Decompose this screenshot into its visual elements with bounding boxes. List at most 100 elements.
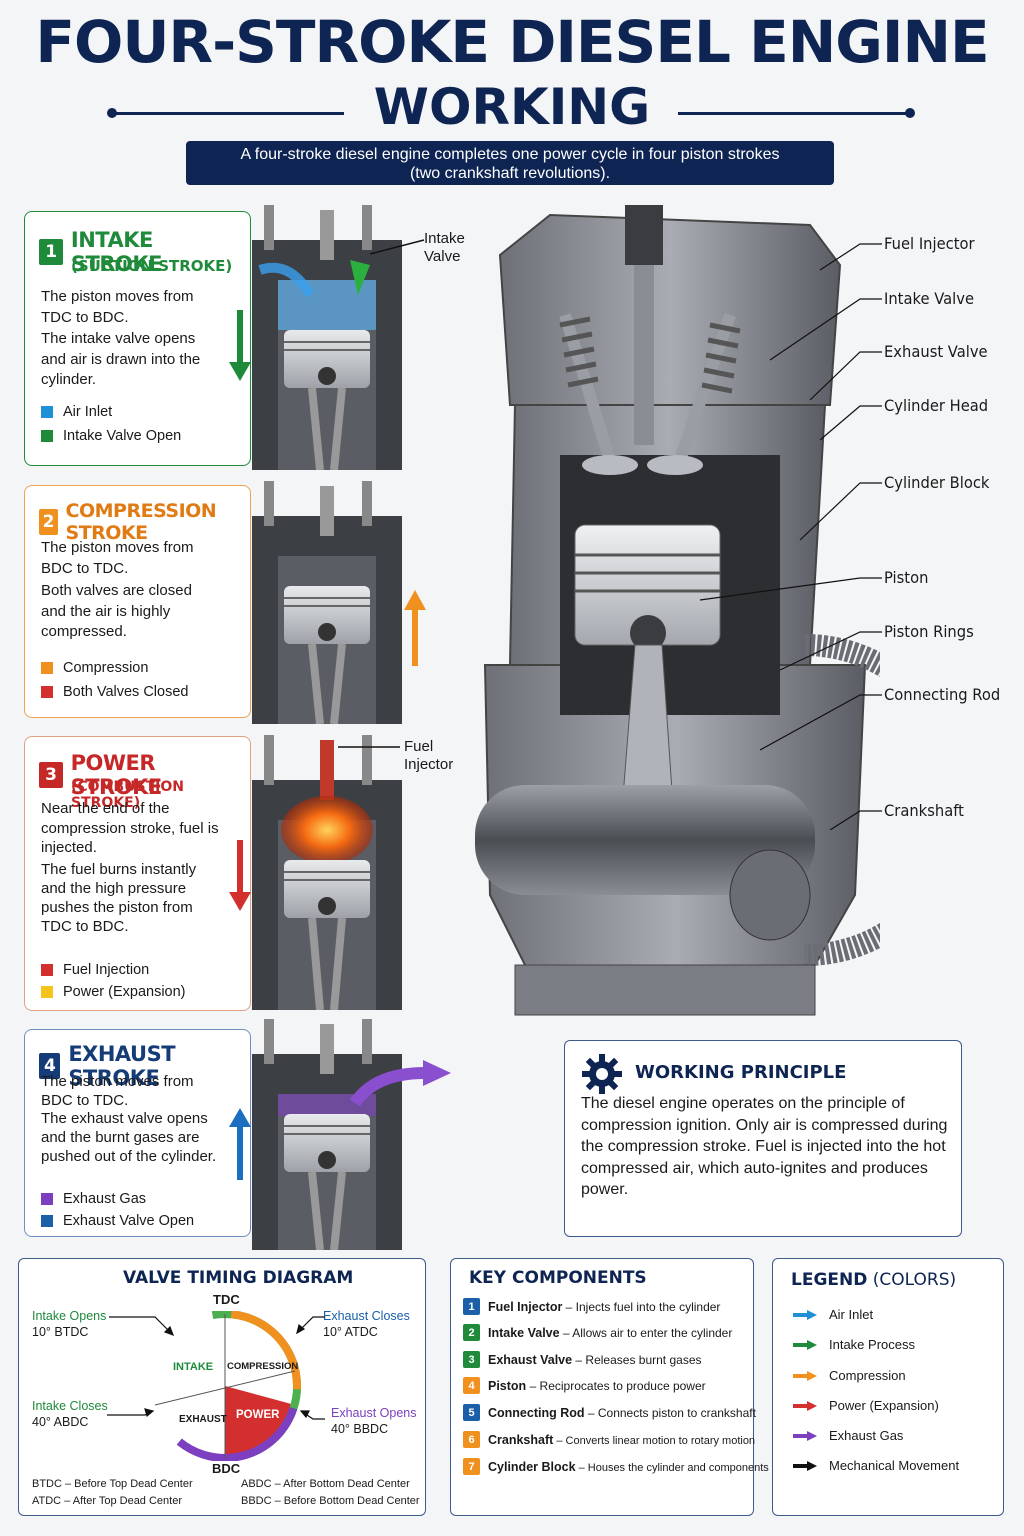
label-intake-valve: Intake Valve bbox=[884, 289, 975, 308]
principle-text: The diesel engine operates on the princi… bbox=[581, 1095, 948, 1198]
valve-timing-wheel bbox=[149, 1311, 301, 1461]
exhaust-flow-arrow-icon bbox=[350, 1060, 451, 1107]
subtitle-line: A four-stroke diesel engine completes on… bbox=[240, 146, 780, 163]
legend-title: LEGEND (COLORS) bbox=[791, 1270, 957, 1290]
valve-timing-title: VALVE TIMING DIAGRAM bbox=[123, 1268, 354, 1288]
stroke-text: Both valves are closed and the air is hi… bbox=[41, 582, 192, 640]
stroke-text: The intake valve opens and air is drawn … bbox=[41, 330, 201, 388]
stroke-title: 4 EXHAUST STROKE bbox=[39, 1042, 250, 1090]
tdc-label: TDC bbox=[213, 1292, 240, 1307]
stroke-text: The piston moves from BDC to TDC. bbox=[41, 1073, 194, 1109]
stroke-title-text: INTAKE STROKE bbox=[70, 228, 163, 276]
power-cylinder-illustration bbox=[252, 735, 402, 1010]
exhaust-opens-label: Exhaust Opens 40° BBDC bbox=[331, 1406, 417, 1436]
page-title: FOUR-STROKE DIESEL ENGINE bbox=[35, 8, 989, 76]
intake-closes-label: Intake Closes 40° ABDC bbox=[32, 1399, 108, 1429]
arrow-icon bbox=[793, 1400, 817, 1411]
legend-item: Intake Valve Open bbox=[41, 428, 181, 444]
power-stroke-panel: 3 POWER STROKE (COMBUSTION STROKE) Near … bbox=[24, 736, 251, 1011]
stroke-number: 2 bbox=[39, 509, 58, 535]
legend-item: Fuel Injection bbox=[41, 962, 149, 978]
exhaust-stroke-panel: 4 EXHAUST STROKE The piston moves from B… bbox=[24, 1029, 251, 1237]
timing-pointers bbox=[107, 1316, 325, 1420]
subtitle-line: (two crankshaft revolutions). bbox=[409, 165, 611, 182]
legend-item: Exhaust Gas bbox=[41, 1191, 146, 1207]
sector-power: POWER bbox=[236, 1409, 280, 1421]
arrow-icon bbox=[793, 1370, 817, 1381]
title-rule-left bbox=[112, 112, 344, 115]
title-rule-right bbox=[678, 112, 910, 115]
legend-item: Mechanical Movement bbox=[793, 1458, 959, 1473]
callout-leader bbox=[369, 239, 425, 255]
arrow-icon bbox=[793, 1460, 817, 1471]
compression-stroke-panel: 2 COMPRESSION STROKE The piston moves fr… bbox=[24, 485, 251, 718]
stroke-title-text: POWER STROKE bbox=[70, 751, 163, 799]
legend-item: Intake Process bbox=[793, 1337, 915, 1352]
stroke-subtitle: (COMBUSTION STROKE) bbox=[71, 779, 185, 811]
label-cylinder-head: Cylinder Head bbox=[884, 396, 989, 415]
working-principle-box: WORKING PRINCIPLE The diesel engine oper… bbox=[564, 1040, 962, 1237]
label-crankshaft: Crankshaft bbox=[884, 801, 964, 820]
arrow-icon bbox=[793, 1339, 817, 1350]
up-arrow-icon bbox=[404, 590, 426, 666]
stroke-subtitle: (SUCTION STROKE) bbox=[71, 257, 233, 275]
label-piston: Piston bbox=[884, 568, 929, 587]
principle-title: WORKING PRINCIPLE bbox=[635, 1062, 847, 1083]
stroke-title: 1 INTAKE STROKE bbox=[39, 228, 250, 276]
abbr-bbdc: BBDC – Before Bottom Dead Center bbox=[241, 1495, 420, 1507]
up-arrow-icon bbox=[229, 1108, 251, 1180]
subtitle-banner: A four-stroke diesel engine completes on… bbox=[186, 141, 834, 185]
down-arrow-icon bbox=[229, 840, 251, 911]
arrow-icon bbox=[793, 1430, 817, 1441]
stroke-title: 2 COMPRESSION STROKE bbox=[39, 500, 250, 544]
engine-leader-lines bbox=[699, 243, 882, 830]
exhaust-closes-label: Exhaust Closes 10° ATDC bbox=[323, 1309, 410, 1339]
sector-intake: INTAKE bbox=[173, 1361, 214, 1373]
intake-cylinder-illustration bbox=[252, 205, 402, 470]
legend-item: Both Valves Closed bbox=[41, 684, 188, 700]
stroke-text: The piston moves from TDC to BDC. bbox=[41, 288, 194, 326]
bdc-label: BDC bbox=[212, 1461, 241, 1476]
arrow-icon bbox=[793, 1309, 817, 1320]
engine-cutaway-illustration bbox=[475, 205, 880, 1016]
stroke-text: Near the end of the compression stroke, … bbox=[41, 800, 219, 856]
gear-icon bbox=[582, 1054, 622, 1094]
abbr-abdc: ABDC – After Bottom Dead Center bbox=[241, 1478, 410, 1490]
stroke-title: 3 POWER STROKE bbox=[39, 751, 250, 799]
intake-stroke-panel: 1 INTAKE STROKE (SUCTION STROKE) The pis… bbox=[24, 211, 251, 466]
legend-item: Exhaust Valve Open bbox=[41, 1213, 194, 1229]
legend-item: Air Inlet bbox=[793, 1307, 873, 1322]
stroke-number: 1 bbox=[39, 239, 63, 265]
down-arrow-icon bbox=[229, 310, 251, 381]
stroke-text: The piston moves from BDC to TDC. bbox=[41, 539, 194, 577]
stroke-text: The exhaust valve opens and the burnt ga… bbox=[41, 1110, 217, 1165]
sector-compression: COMPRESSION bbox=[227, 1361, 299, 1372]
label-exhaust-valve: Exhaust Valve bbox=[884, 342, 988, 361]
compression-cylinder-illustration bbox=[252, 481, 402, 724]
legend-item: Exhaust Gas bbox=[793, 1428, 903, 1443]
title-rule-dot bbox=[107, 108, 117, 118]
exhaust-cylinder-illustration bbox=[252, 1019, 402, 1250]
legend-item: Power (Expansion) bbox=[793, 1398, 939, 1413]
valve-timing-box: VALVE TIMING DIAGRAM TDC BDC INTAKE COMP… bbox=[18, 1258, 426, 1516]
abbr-btdc: BTDC – Before Top Dead Center bbox=[32, 1478, 193, 1490]
intake-opens-label: Intake Opens 10° BTDC bbox=[32, 1309, 107, 1339]
key-components-title: KEY COMPONENTS bbox=[469, 1268, 647, 1288]
stroke-number: 4 bbox=[39, 1053, 61, 1079]
abbr-atdc: ATDC – After Top Dead Center bbox=[32, 1495, 182, 1507]
stroke-number: 3 bbox=[39, 762, 63, 788]
stroke-title-text: EXHAUST STROKE bbox=[68, 1042, 176, 1090]
legend-item: Air Inlet bbox=[41, 404, 112, 420]
sector-exhaust: EXHAUST bbox=[179, 1414, 227, 1425]
legend-item: Compression bbox=[793, 1368, 906, 1383]
